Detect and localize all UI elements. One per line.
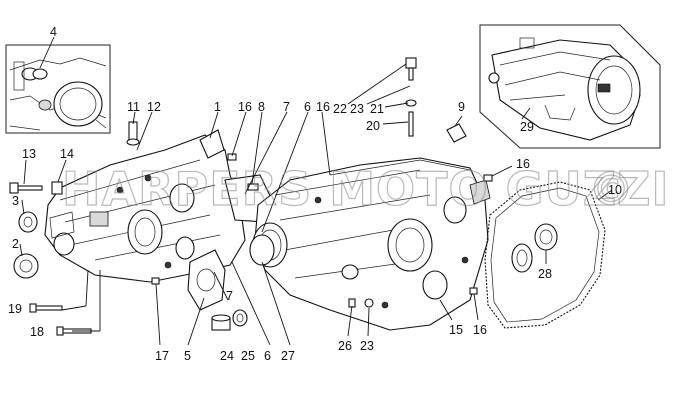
callout-7-bottom: 7 bbox=[226, 289, 233, 303]
callout-19: 19 bbox=[8, 302, 22, 316]
callout-29: 29 bbox=[520, 120, 534, 134]
callout-10: 10 bbox=[608, 183, 622, 197]
callout-2: 2 bbox=[12, 237, 19, 251]
watermark-symbol: © bbox=[588, 162, 635, 216]
watermark-text: HARPERS MOTO GUZZI bbox=[62, 162, 670, 216]
callout-6-bottom: 6 bbox=[264, 349, 271, 363]
callout-16-right: 16 bbox=[516, 157, 530, 171]
callout-18: 18 bbox=[30, 325, 44, 339]
callout-12: 12 bbox=[147, 100, 161, 114]
callout-25: 25 bbox=[241, 349, 255, 363]
callout-5: 5 bbox=[184, 349, 191, 363]
callout-14: 14 bbox=[60, 147, 74, 161]
callout-6-top: 6 bbox=[304, 100, 311, 114]
callout-9: 9 bbox=[458, 100, 465, 114]
bearings-28 bbox=[511, 223, 558, 273]
callout-11: 11 bbox=[127, 100, 140, 114]
callout-16-top: 16 bbox=[238, 100, 252, 114]
callout-13: 13 bbox=[22, 147, 36, 161]
watermark: HARPERS MOTO GUZZI © bbox=[61, 161, 670, 216]
callout-1: 1 bbox=[214, 100, 221, 114]
callout-17: 15 bbox=[449, 323, 463, 337]
callout-23-bottom: 23 bbox=[360, 339, 374, 353]
callout-20: 20 bbox=[366, 119, 380, 133]
small-parts bbox=[9, 57, 493, 336]
cover-plate-5 bbox=[187, 249, 226, 311]
inset-detail-4 bbox=[5, 44, 111, 134]
callout-8: 8 bbox=[258, 100, 265, 114]
callout-24: 24 bbox=[220, 349, 234, 363]
inset-assembled-gearbox bbox=[479, 24, 661, 149]
callout-27: 27 bbox=[281, 349, 295, 363]
callout-22: 22 bbox=[333, 102, 347, 116]
callout-3: 3 bbox=[12, 194, 19, 208]
left-gearbox-housing bbox=[44, 129, 246, 283]
callout-labels: 4 11 12 1 16 8 7 6 16 22 23 21 20 9 29 1… bbox=[8, 25, 622, 363]
callout-21: 21 bbox=[370, 102, 384, 116]
callout-4: 4 bbox=[50, 25, 57, 39]
leader-lines bbox=[19, 36, 613, 346]
callout-15: 16 bbox=[316, 100, 330, 114]
callout-26: 26 bbox=[338, 339, 352, 353]
callout-16-lower-right: 16 bbox=[473, 323, 487, 337]
callout-28: 28 bbox=[538, 267, 552, 281]
callout-16-bottom: 17 bbox=[155, 349, 169, 363]
callout-23-top: 23 bbox=[350, 102, 364, 116]
callout-7-top: 7 bbox=[283, 100, 290, 114]
rear-gasket-10 bbox=[484, 181, 606, 329]
